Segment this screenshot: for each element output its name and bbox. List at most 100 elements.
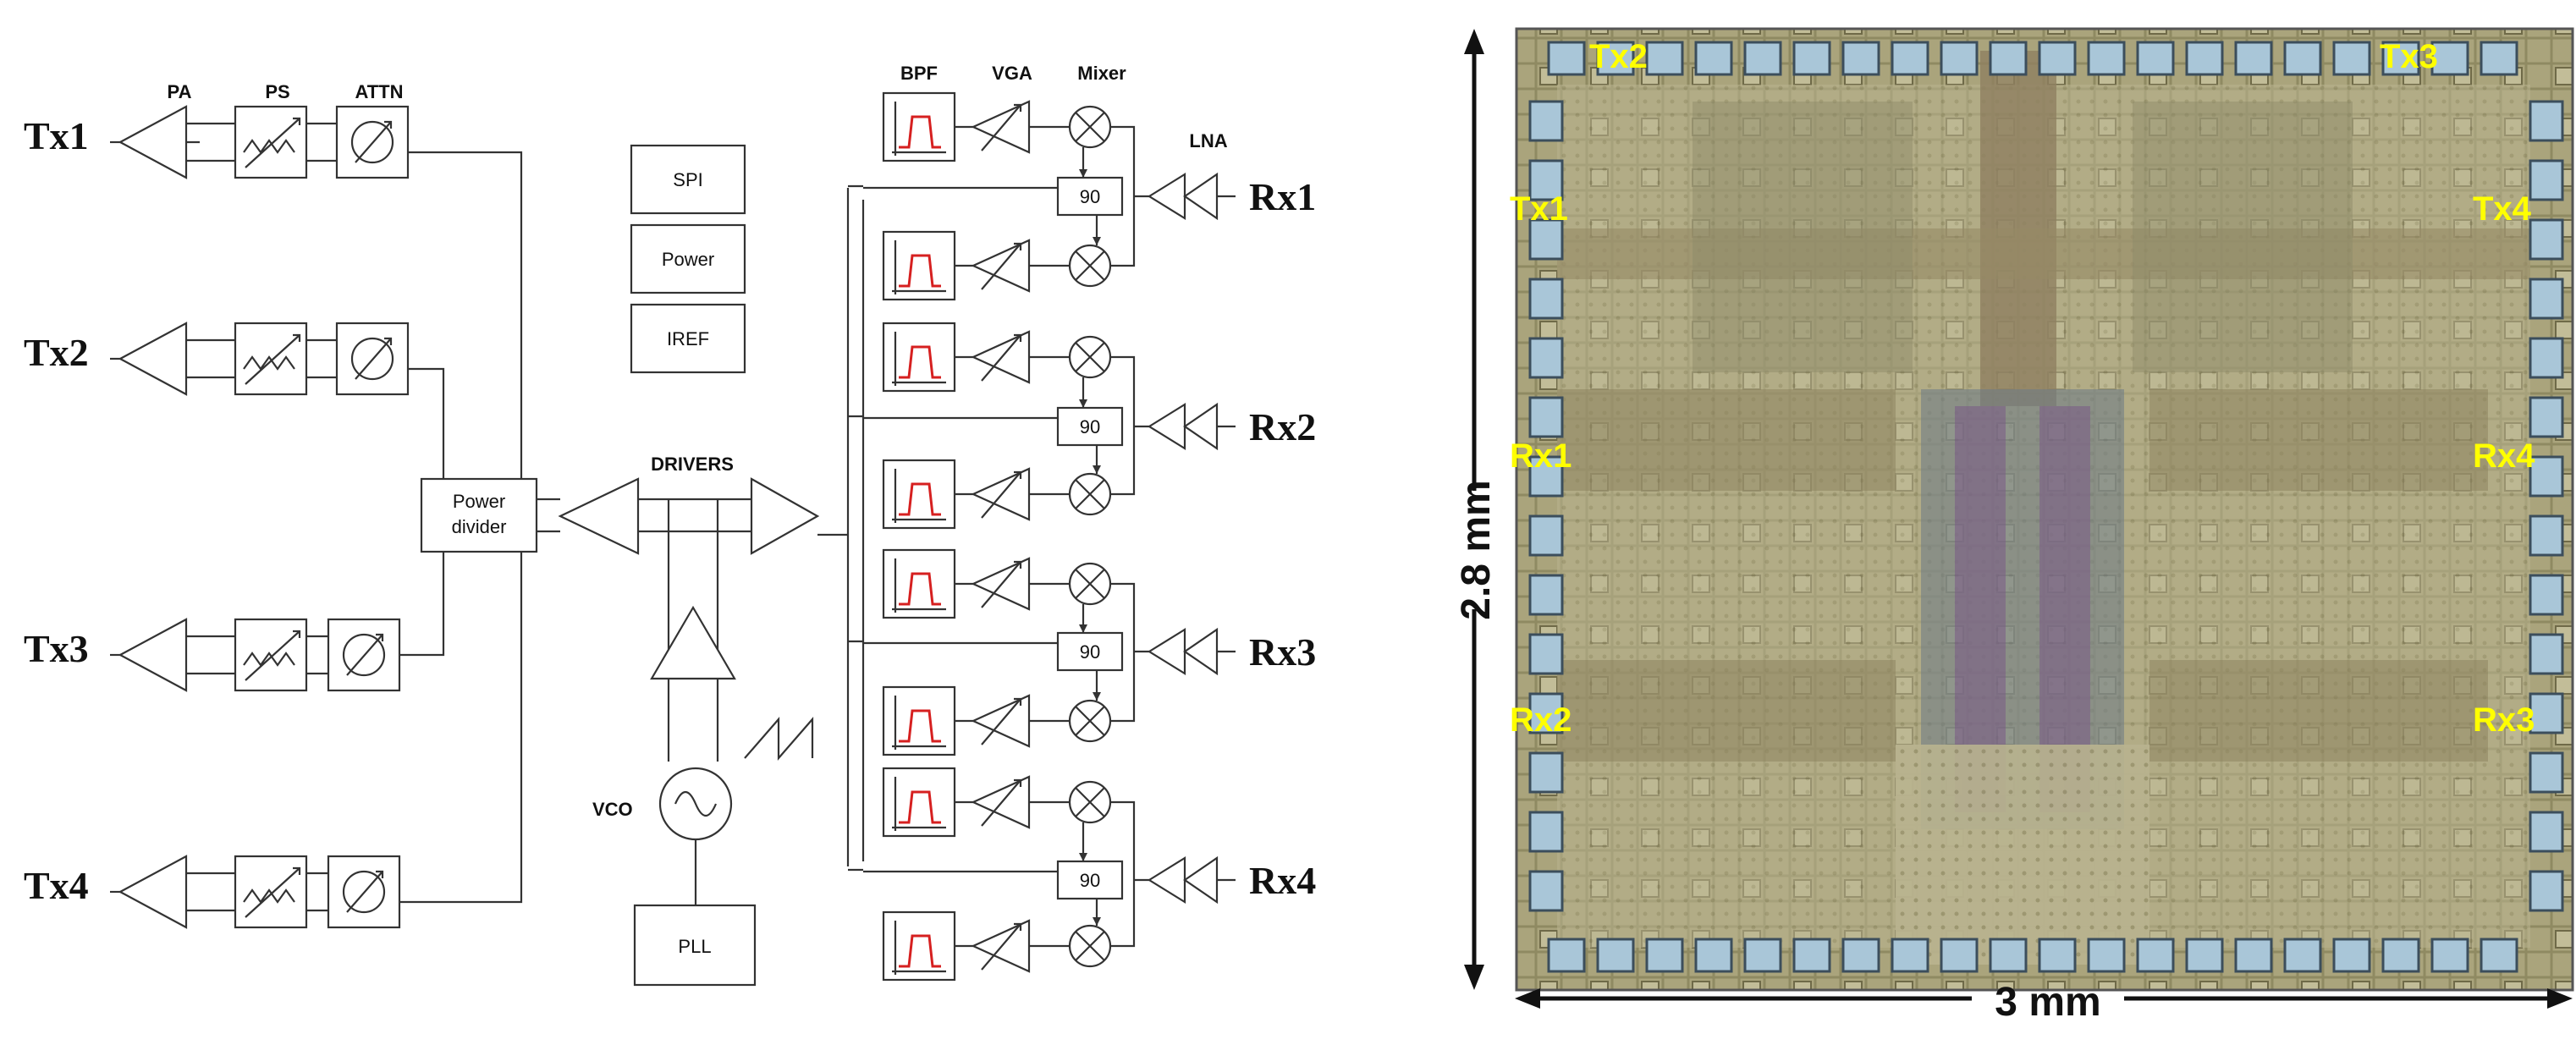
driver-right-icon — [750, 477, 820, 555]
bond-pad — [1596, 41, 1635, 76]
bpf-response-icon — [899, 572, 941, 606]
bpf-block — [882, 910, 956, 982]
bond-pad — [2038, 938, 2077, 973]
bond-pad — [1841, 938, 1880, 973]
bpf-response-icon — [899, 254, 941, 288]
ps-header: PS — [265, 81, 289, 102]
bond-pad — [2283, 41, 2322, 76]
power-divider-label-1: Power — [453, 491, 505, 512]
bond-pad — [1528, 633, 1564, 675]
tx-chain-3: Tx3 — [24, 548, 445, 692]
bond-pad — [1792, 938, 1831, 973]
bond-pad — [1694, 938, 1733, 973]
rx-column-headers: BPF VGA Mixer LNA — [900, 63, 1228, 151]
bond-pad — [1989, 938, 2028, 973]
bond-pad — [2529, 278, 2564, 320]
spi-block: SPI — [673, 169, 702, 190]
bond-pad — [1528, 751, 1564, 794]
bond-pad — [2529, 396, 2564, 438]
tx-chain-4: Tx4 — [24, 536, 523, 929]
bond-pad — [1792, 41, 1831, 76]
tx-port-4: Tx4 — [24, 864, 89, 907]
bond-pad — [2283, 938, 2322, 973]
tx-port-3: Tx3 — [24, 627, 89, 670]
pa-amplifier-icon — [118, 618, 188, 692]
pa-amplifier-icon — [118, 322, 188, 396]
die-label-tx3: Tx3 — [2380, 38, 2438, 75]
tx-port-1: Tx1 — [24, 114, 89, 157]
quadrature-hybrid — [1056, 176, 1124, 217]
bond-pad — [1528, 218, 1564, 261]
quadrature-label: 90 — [1080, 186, 1100, 207]
bond-pad — [1989, 41, 2028, 76]
bond-pad — [1528, 278, 1564, 320]
bpf-block — [882, 685, 956, 756]
bond-pad — [1645, 938, 1684, 973]
lna-stage2-icon — [1183, 172, 1219, 221]
bond-pad — [1528, 455, 1564, 498]
bond-pad — [2529, 811, 2564, 853]
bond-pad — [2529, 455, 2564, 498]
bond-pad — [2480, 41, 2518, 76]
lna-header: LNA — [1189, 130, 1227, 151]
quadrature-label: 90 — [1080, 641, 1100, 663]
bond-pad — [1528, 811, 1564, 853]
width-dim-label: 3 mm — [1995, 980, 2100, 1025]
bpf-block — [882, 459, 956, 530]
die-labels: Tx2 Tx3 Tx1 Tx4 Rx1 Rx4 Rx2 Rx3 — [1510, 38, 2535, 739]
bond-pad — [1528, 870, 1564, 912]
bpf-response-icon — [899, 115, 941, 149]
bond-pad — [2529, 337, 2564, 379]
bond-pad — [1743, 41, 1782, 76]
bpf-block — [882, 767, 956, 838]
bpf-block — [882, 548, 956, 619]
pa-amplifier-icon — [118, 105, 188, 179]
bpf-response-icon — [899, 345, 941, 379]
width-dimension: 3 mm — [1515, 980, 2573, 1025]
bond-pad — [2332, 41, 2371, 76]
bond-pad — [1645, 41, 1684, 76]
bond-pad — [1743, 938, 1782, 973]
bpf-response-icon — [899, 790, 941, 824]
bond-pad — [1528, 692, 1564, 734]
die-label-tx4: Tx4 — [2473, 190, 2532, 228]
bond-pad — [2529, 100, 2564, 142]
bond-pad — [2430, 938, 2469, 973]
iref-block: IREF — [667, 328, 709, 349]
tx-chain-1: Tx1 — [24, 105, 523, 536]
tx-port-2: Tx2 — [24, 331, 89, 374]
bond-pad — [2234, 41, 2273, 76]
mixer-header: Mixer — [1077, 63, 1126, 84]
bond-pad — [1596, 938, 1635, 973]
bond-pad — [2381, 938, 2420, 973]
bpf-header: BPF — [900, 63, 938, 84]
control-blocks: SPI Power IREF — [630, 144, 746, 374]
die-label-rx3: Rx3 — [2473, 701, 2535, 739]
bpf-response-icon — [899, 709, 941, 743]
power-divider: Power divider — [420, 477, 538, 553]
bpf-response-icon — [899, 482, 941, 516]
bond-pad — [2529, 751, 2564, 794]
bond-pad — [1940, 938, 1979, 973]
tx-column-headers: PA PS ATTN — [168, 81, 404, 102]
bond-pad — [2381, 41, 2420, 76]
bpf-block — [882, 230, 956, 301]
bond-pad — [1528, 337, 1564, 379]
die-label-rx1: Rx1 — [1510, 437, 1571, 475]
bond-pad — [1891, 938, 1929, 973]
bond-pad — [2529, 159, 2564, 201]
pll-block: PLL — [678, 936, 711, 957]
lo-drivers: DRIVERS — [537, 454, 848, 680]
vco-pll: VCO PLL — [592, 679, 814, 987]
power-divider-label-2: divider — [452, 516, 507, 537]
bond-pad — [1528, 574, 1564, 616]
bond-pad — [2529, 633, 2564, 675]
bond-pad — [2430, 41, 2469, 76]
bond-pad — [2234, 938, 2273, 973]
